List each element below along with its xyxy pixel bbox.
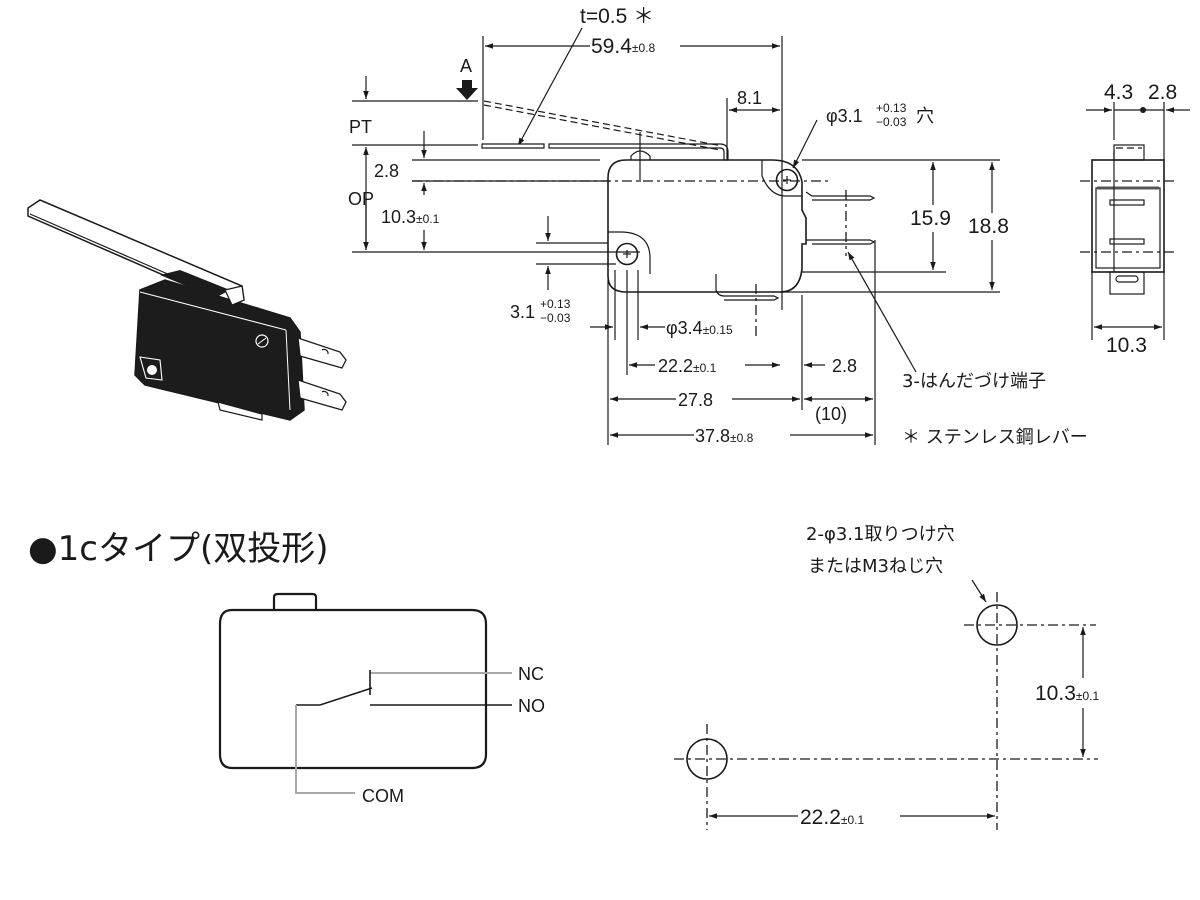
com-label: COM [362, 786, 404, 806]
mounting-note-line1: 2-φ3.1取りつけ穴 [806, 524, 955, 545]
dim-10-paren: (10) [815, 404, 847, 424]
dim-3-1-tol-plus: +0.13 [540, 297, 571, 311]
side-dim-2-8: 2.8 [1148, 81, 1177, 104]
actuation-arrow-icon [456, 80, 478, 100]
dim-37-8: 37.8±0.8 [695, 426, 754, 446]
dim-2-8-left: 2.8 [374, 161, 399, 181]
terminal-note: 3-はんだづけ端子 [902, 371, 1046, 392]
front-view-drawing [352, 27, 1000, 445]
dim-2-8-right: 2.8 [832, 356, 857, 376]
mount-dim-horizontal: 22.2±0.1 [800, 806, 864, 829]
circuit-diagram: ●1cタイプ(双投形) NC NO COM [28, 529, 545, 806]
top-hole-label: φ3.1 [826, 106, 863, 126]
mounting-hole-top [775, 168, 799, 192]
mount-hole-upper [976, 604, 1018, 646]
pt-label: PT [349, 117, 372, 137]
circuit-title: ●1cタイプ(双投形) [28, 529, 329, 569]
nc-label: NC [518, 664, 544, 684]
top-hole-tol-minus: −0.03 [876, 115, 907, 129]
dim-18-8: 18.8 [968, 215, 1009, 238]
top-hole-suffix: 穴 [916, 106, 934, 127]
bottom-hole-label: φ3.4±0.15 [666, 318, 733, 338]
lever-length-label: 59.4±0.8 [591, 35, 655, 58]
side-dim-10-3: 10.3 [1106, 334, 1147, 357]
mount-dim-vertical: 10.3±0.1 [1035, 682, 1099, 705]
dim-3-1: 3.1 [510, 302, 535, 322]
dim-27-8: 27.8 [678, 390, 713, 410]
mounting-hole-drawing: 2-φ3.1取りつけ穴 またはM3ねじ穴 10.3±0.1 22.2±0.1 [674, 524, 1099, 830]
side-dim-4-3: 4.3 [1104, 81, 1133, 104]
no-label: NO [518, 696, 545, 716]
dim-15-9: 15.9 [910, 207, 951, 230]
product-illustration [27, 199, 347, 421]
side-view-drawing: 4.3 2.8 10.3 [1080, 81, 1190, 357]
lever-thickness-label: t=0.5 ＊ [580, 5, 654, 28]
dim-22-2: 22.2±0.1 [658, 356, 717, 376]
dim-3-1-tol-minus: −0.03 [540, 311, 571, 325]
front-view-labels: t=0.5 ＊ 59.4±0.8 A PT OP 2.8 10.3±0.1 8.… [348, 5, 1088, 448]
op-label: OP [348, 189, 374, 209]
dim-8-1: 8.1 [737, 88, 762, 108]
lever-material-note: ＊ ステンレス鋼レバー [902, 427, 1088, 448]
actuation-direction-label: A [460, 56, 472, 76]
mounting-hole-bottom [615, 242, 639, 266]
mounting-note-line2: またはM3ねじ穴 [808, 556, 943, 577]
dim-10-3: 10.3±0.1 [381, 207, 440, 227]
top-hole-tol-plus: +0.13 [876, 101, 907, 115]
